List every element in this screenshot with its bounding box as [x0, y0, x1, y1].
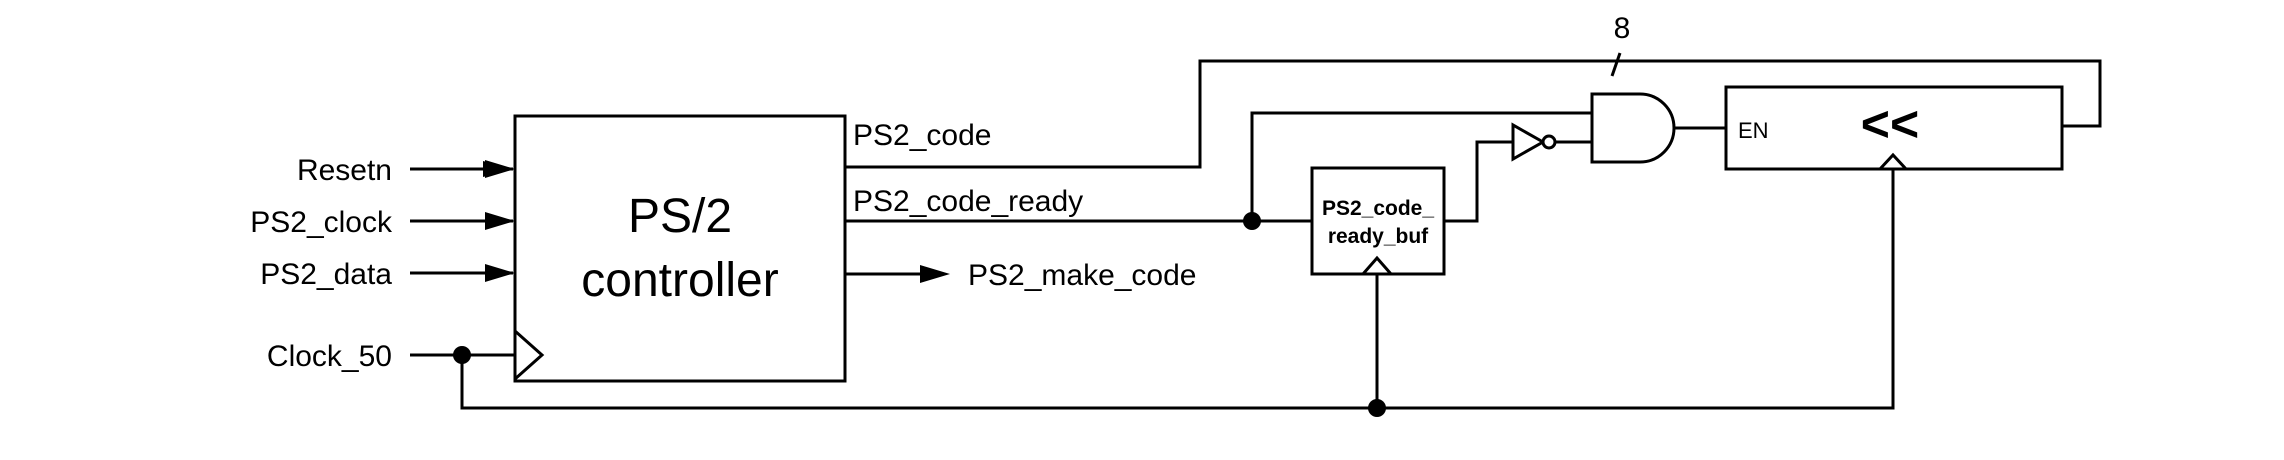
controller-title-line2: controller: [581, 254, 778, 307]
ps2-code-label: PS2_code: [853, 119, 991, 152]
buffer-clock-triangle: [1361, 255, 1393, 275]
clock-50-label: Clock_50: [267, 340, 392, 373]
ps2-clock-arrowhead: [485, 212, 515, 230]
buffer-to-inverter-wire: [1444, 140, 1513, 223]
ps2-data-arrowhead: [485, 264, 515, 282]
controller-clock-triangle: [514, 329, 545, 381]
and-gate: [1590, 92, 1676, 164]
resetn-arrowhead: [485, 160, 515, 178]
shift-operator-label: <<: [1861, 96, 1919, 152]
inverter-bubble: [1541, 134, 1557, 150]
ps2-data-label: PS2_data: [260, 258, 392, 291]
ps2-code-ready-to-and: [1250, 111, 1592, 221]
ps2-clock-label: PS2_clock: [250, 206, 393, 239]
ps2-controller-block: [513, 114, 847, 383]
ps2-make-code-label: PS2_make_code: [968, 259, 1197, 292]
buffer-label-line1: PS2_code_: [1322, 197, 1434, 220]
ps2-make-code-arrowhead: [920, 265, 950, 283]
clock-buffer-junction: [1368, 399, 1386, 417]
ps2-code-bus: [845, 59, 2102, 169]
controller-title-line1: PS/2: [628, 190, 732, 243]
inverter-gate: [1511, 122, 1547, 162]
ps2-code-ready-label: PS2_code_ready: [853, 185, 1083, 218]
bus-width-slash: [1610, 52, 1622, 77]
clock-distribution-wire: [460, 169, 1895, 410]
enable-label: EN: [1738, 118, 1769, 143]
shift-register-clock-triangle: [1878, 152, 1908, 171]
buffer-label-line2: ready_buf: [1328, 225, 1429, 248]
resetn-label: Resetn: [297, 154, 392, 187]
bus-width-label: 8: [1614, 12, 1631, 45]
